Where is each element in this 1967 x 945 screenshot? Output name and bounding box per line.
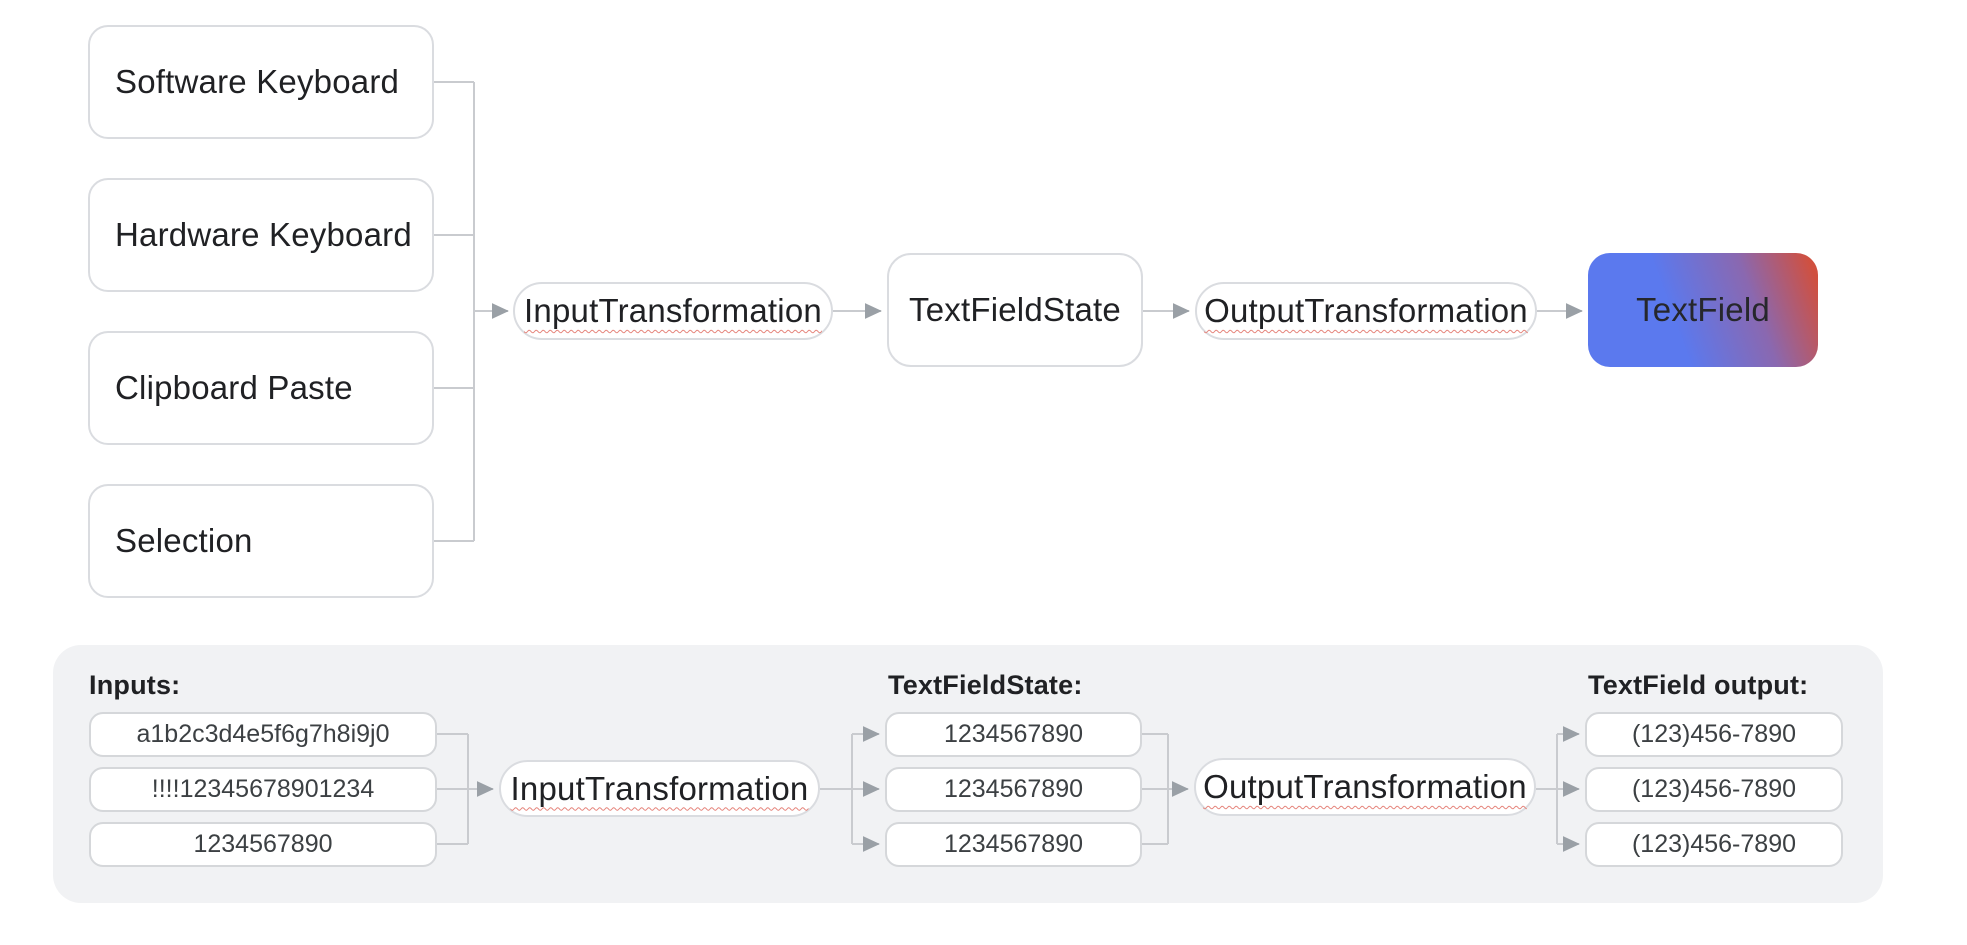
- input-transformation-label: InputTransformation: [524, 292, 822, 329]
- input-value: a1b2c3d4e5f6g7h8i9j0: [136, 720, 390, 748]
- source-box-selection: Selection: [88, 484, 434, 598]
- output-value-box: (123)456-7890: [1585, 767, 1843, 812]
- textfieldstate-column-label: TextFieldState:: [888, 670, 1083, 700]
- input-transformation-label: InputTransformation: [510, 769, 809, 807]
- source-box-clipboard-paste: Clipboard Paste: [88, 331, 434, 445]
- source-label: Clipboard Paste: [115, 369, 353, 406]
- textfield-node: TextField: [1588, 253, 1818, 367]
- source-label: Software Keyboard: [115, 63, 400, 100]
- textfieldstate-node: TextFieldState: [887, 253, 1143, 367]
- output-transformation-node-example: OutputTransformation: [1194, 758, 1536, 816]
- state-value-box: 1234567890: [885, 767, 1142, 812]
- textfieldstate-label: TextFieldState: [909, 291, 1121, 328]
- input-value-box: !!!!12345678901234: [89, 767, 437, 812]
- textfield-label: TextField: [1636, 291, 1770, 328]
- source-box-software-keyboard: Software Keyboard: [88, 25, 434, 139]
- state-value: 1234567890: [943, 830, 1084, 858]
- source-label: Hardware Keyboard: [115, 216, 412, 253]
- output-transformation-label: OutputTransformation: [1203, 768, 1527, 805]
- state-value: 1234567890: [943, 775, 1084, 803]
- output-transformation-node: OutputTransformation: [1195, 282, 1537, 340]
- state-value-box: 1234567890: [885, 822, 1142, 867]
- output-value-box: (123)456-7890: [1585, 822, 1843, 867]
- input-value: 1234567890: [193, 830, 333, 858]
- input-value-box: a1b2c3d4e5f6g7h8i9j0: [89, 712, 437, 757]
- output-value: (123)456-7890: [1631, 830, 1796, 858]
- output-transformation-label: OutputTransformation: [1204, 292, 1528, 329]
- source-box-hardware-keyboard: Hardware Keyboard: [88, 178, 434, 292]
- input-value-box: 1234567890: [89, 822, 437, 867]
- textfield-output-column-label: TextField output:: [1588, 670, 1809, 700]
- output-value: (123)456-7890: [1631, 775, 1796, 803]
- input-value: !!!!12345678901234: [151, 775, 375, 803]
- output-value-box: (123)456-7890: [1585, 712, 1843, 757]
- output-value: (123)456-7890: [1631, 720, 1796, 748]
- state-value: 1234567890: [943, 720, 1084, 748]
- inputs-column-label: Inputs:: [89, 670, 181, 700]
- source-label: Selection: [115, 522, 253, 559]
- state-value-box: 1234567890: [885, 712, 1142, 757]
- input-transformation-node-example: InputTransformation: [499, 760, 820, 817]
- input-transformation-node: InputTransformation: [513, 282, 833, 340]
